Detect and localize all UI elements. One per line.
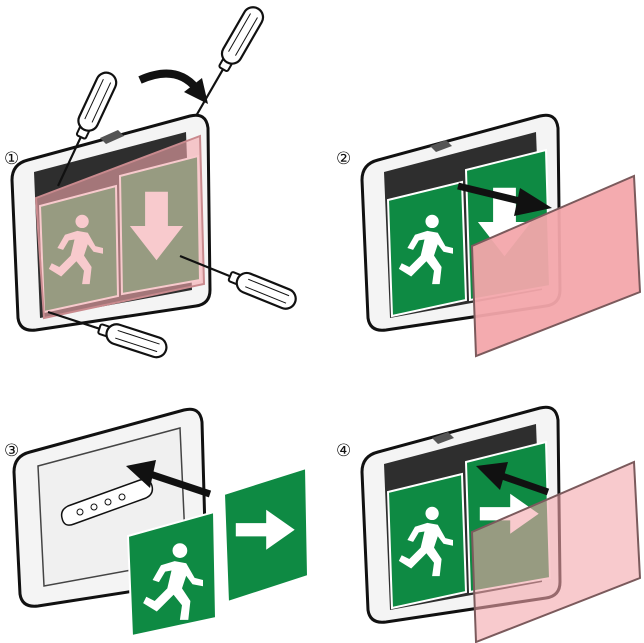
screwdriver-icon (186, 2, 268, 123)
step-1-number: ① (4, 149, 19, 169)
step-1-panel: ① (4, 2, 300, 361)
step-2-number: ② (336, 149, 351, 169)
diffuser-cover (470, 174, 642, 358)
insert-arrow (126, 460, 212, 498)
step-3-panel: ③ (4, 407, 310, 638)
exit-sign-left-piece (126, 510, 218, 638)
removal-arrow (457, 182, 552, 216)
step-2-panel: ② (336, 113, 642, 358)
diffuser-cover (470, 460, 642, 643)
diffuser-cover (34, 134, 206, 320)
step-4-panel: ④ (336, 405, 642, 643)
reinstall-arrow (476, 462, 550, 496)
curved-arrow-icon (138, 69, 208, 104)
step-4-number: ④ (336, 441, 351, 461)
exit-sign-right-piece (222, 466, 310, 604)
step-3-number: ③ (4, 441, 19, 461)
led-strip (60, 478, 154, 526)
